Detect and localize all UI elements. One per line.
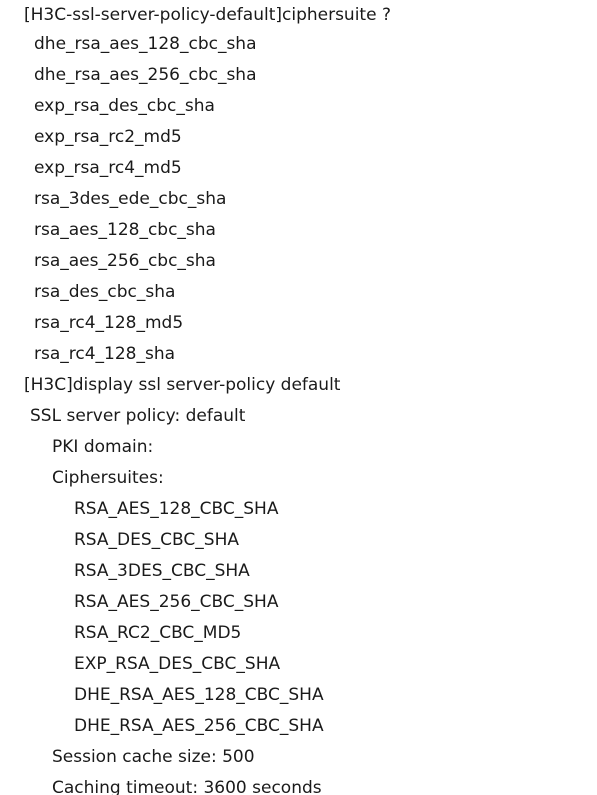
enabled-ciphersuite: RSA_DES_CBC_SHA (74, 530, 239, 550)
enabled-ciphersuite: DHE_RSA_AES_256_CBC_SHA (74, 716, 324, 736)
ciphersuite-option: exp_rsa_des_cbc_sha (34, 96, 215, 116)
command-line-ciphersuite-help: [H3C-ssl-server-policy-default]ciphersui… (24, 5, 391, 25)
pki-domain-field: PKI domain: (52, 437, 154, 457)
ciphersuite-option: dhe_rsa_aes_256_cbc_sha (34, 65, 257, 85)
ciphersuites-header: Ciphersuites: (52, 468, 164, 488)
enabled-ciphersuite: RSA_AES_128_CBC_SHA (74, 499, 279, 519)
enabled-ciphersuite: DHE_RSA_AES_128_CBC_SHA (74, 685, 324, 705)
session-cache-size-field: Session cache size: 500 (52, 747, 255, 767)
ciphersuite-option: rsa_3des_ede_cbc_sha (34, 189, 227, 209)
ciphersuite-option: rsa_rc4_128_md5 (34, 313, 184, 333)
ciphersuite-option: rsa_des_cbc_sha (34, 282, 176, 302)
enabled-ciphersuite: RSA_AES_256_CBC_SHA (74, 592, 279, 612)
command-line-display-policy: [H3C]display ssl server-policy default (24, 375, 341, 395)
ciphersuite-option: rsa_rc4_128_sha (34, 344, 176, 364)
ciphersuite-option: dhe_rsa_aes_128_cbc_sha (34, 34, 257, 54)
enabled-ciphersuite: EXP_RSA_DES_CBC_SHA (74, 654, 281, 674)
ciphersuite-option: rsa_aes_128_cbc_sha (34, 220, 216, 240)
ciphersuite-option: exp_rsa_rc2_md5 (34, 127, 182, 147)
ciphersuite-option: rsa_aes_256_cbc_sha (34, 251, 216, 271)
enabled-ciphersuite: RSA_RC2_CBC_MD5 (74, 623, 242, 643)
enabled-ciphersuite: RSA_3DES_CBC_SHA (74, 561, 250, 581)
policy-header: SSL server policy: default (30, 406, 246, 426)
ciphersuite-option: exp_rsa_rc4_md5 (34, 158, 182, 178)
caching-timeout-field: Caching timeout: 3600 seconds (52, 778, 322, 795)
